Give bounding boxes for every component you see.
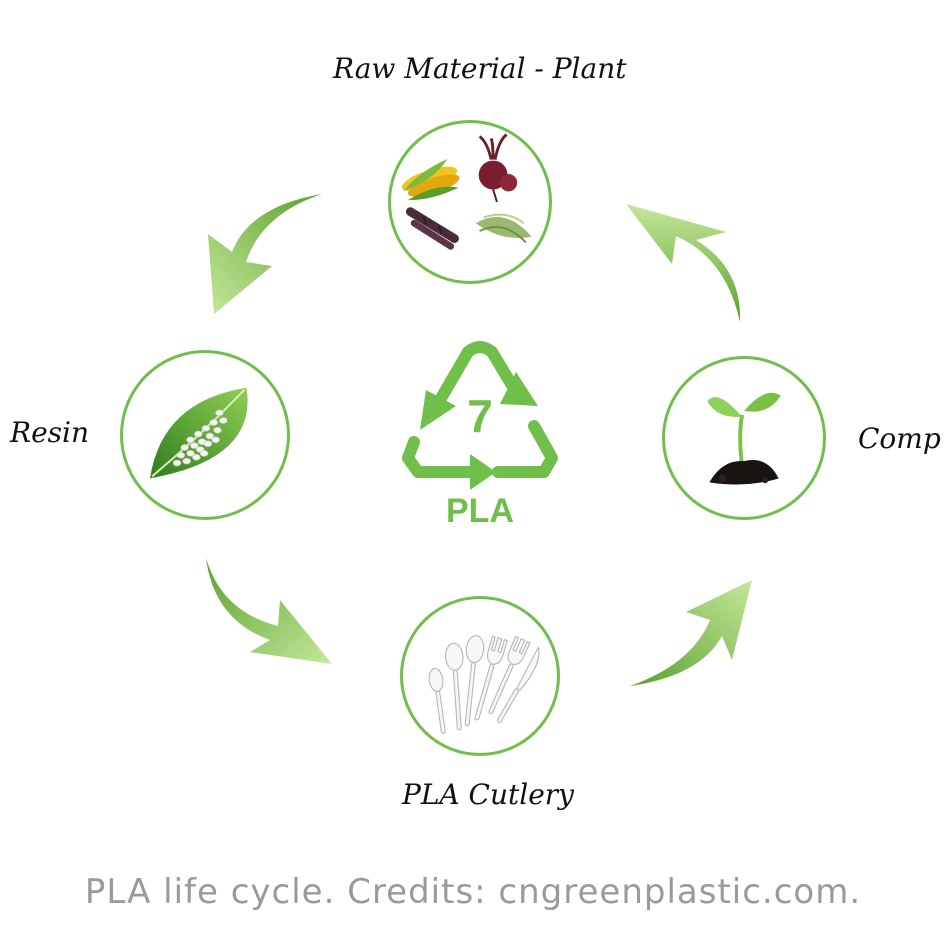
arrow-resin-to-cutlery [206,558,332,664]
figure-caption: PLA life cycle. Credits: cngreenplastic.… [84,872,862,912]
sprout-icon [707,392,781,485]
recycle-symbol-icon: 7 PLA [402,341,558,530]
raw-material-node [388,120,552,284]
compost-node [662,356,826,520]
plants-icon [401,133,532,250]
arrow-cutlery-to-compost [630,580,752,686]
cutlery-icon [428,635,540,734]
pla-cutlery-label: PLA Cutlery [402,778,574,811]
resin-node [120,350,290,520]
recycle-code-label: PLA [446,492,514,530]
resin-leaf-icon [150,387,248,479]
arrow-raw-to-resin [208,194,322,314]
pla-cutlery-node [400,596,560,756]
arrow-compost-to-raw [626,204,741,322]
compost-label: Comp [858,422,941,455]
raw-material-label: Raw Material - Plant [333,52,627,85]
resin-label: Resin [10,416,90,449]
recycle-number: 7 [467,390,493,442]
